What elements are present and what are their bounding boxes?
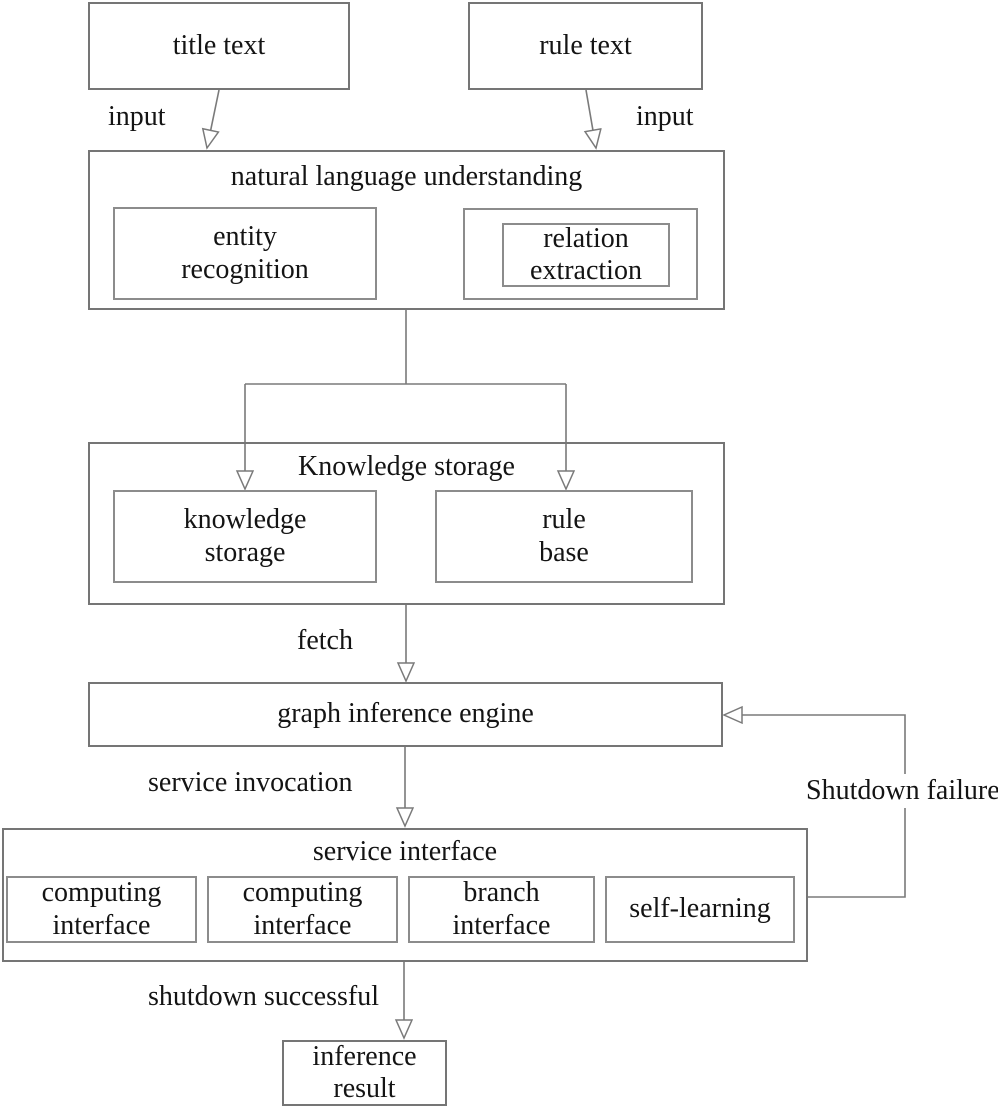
node-rule-text: rule text [468,2,703,90]
node-entity-recognition: entity recognition [113,207,377,300]
group-knowledge-storage: Knowledge storage knowledge storage rule… [88,442,725,605]
group-title-nlu: natural language understanding [230,161,583,192]
edge-label-shutdown-failure: Shutdown failure [803,774,998,809]
node-rule-base: rule base [435,490,693,583]
group-title-knowledge-storage: Knowledge storage [298,451,515,482]
edge-rule-text-to-nlu [586,89,596,148]
edge-label-input-left: input [108,101,166,132]
node-graph-inference-engine: graph inference engine [88,682,723,747]
node-computing-interface-2: computing interface [207,876,398,943]
node-computing-interface-1: computing interface [6,876,197,943]
edge-label-shutdown-successful: shutdown successful [148,981,379,1012]
node-inference-result: inference result [282,1040,447,1106]
edge-label-fetch: fetch [297,625,353,656]
edge-label-input-right: input [636,101,694,132]
node-knowledge-storage: knowledge storage [113,490,377,583]
node-self-learning: self-learning [605,876,795,943]
edge-nlu-junction [245,310,566,385]
group-natural-language-understanding: natural language understanding entity re… [88,150,725,310]
node-title-text: title text [88,2,350,90]
node-branch-interface: branch interface [408,876,595,943]
node-relation-extraction-outer: relation extraction [463,208,698,300]
edge-label-service-invocation: service invocation [148,767,353,798]
group-service-interface: service interface computing interface co… [2,828,808,962]
group-title-service-interface: service interface [312,836,498,867]
edge-title-text-to-nlu [207,89,220,148]
node-relation-extraction: relation extraction [502,223,670,287]
